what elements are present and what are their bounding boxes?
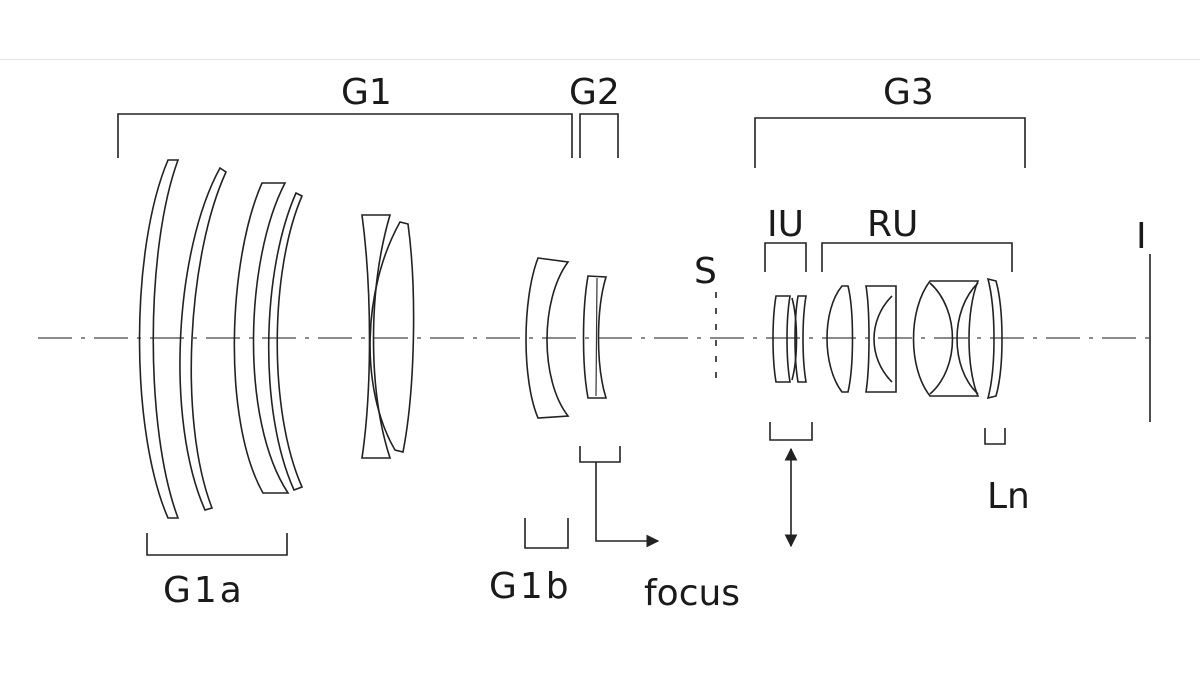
lens-element xyxy=(369,221,415,453)
label-stop: S xyxy=(694,251,717,292)
lens-element xyxy=(525,257,570,419)
top-divider xyxy=(0,59,1200,60)
label-focus: focus xyxy=(644,573,740,614)
lens-surface xyxy=(873,295,893,383)
focus-arrow xyxy=(595,462,660,548)
lens-element xyxy=(826,285,854,393)
lens-element xyxy=(772,295,791,383)
lens-element xyxy=(138,159,180,519)
label-ru: RU xyxy=(867,204,918,245)
bracket-iu xyxy=(764,242,807,272)
cemented-surface xyxy=(595,277,598,397)
bracket-g1b xyxy=(524,518,569,549)
label-g1: G1 xyxy=(341,72,392,113)
lens-element xyxy=(912,280,980,397)
label-ln: Ln xyxy=(987,476,1030,517)
lens-element xyxy=(179,166,228,511)
lens-surface xyxy=(956,282,979,395)
lens-surface xyxy=(929,282,954,395)
label-g2: G2 xyxy=(569,72,620,113)
lens-group-g1 xyxy=(138,159,415,519)
label-g3: G3 xyxy=(883,72,934,113)
lens-element-ln xyxy=(986,277,1003,400)
label-iu: IU xyxy=(767,204,804,245)
bracket-ru xyxy=(821,242,1013,272)
lens-surface xyxy=(791,297,798,381)
lens-group-iu xyxy=(772,295,807,383)
bracket-g2 xyxy=(579,113,619,158)
lens-element xyxy=(233,182,290,494)
bracket-g1 xyxy=(117,113,573,158)
lens-element xyxy=(267,191,304,492)
bracket-g3 xyxy=(754,117,1026,168)
lens-element xyxy=(865,285,897,393)
label-g1b: G1b xyxy=(489,566,572,607)
bracket-g2-focus xyxy=(579,446,621,463)
bracket-ln xyxy=(984,428,1006,445)
lens-element xyxy=(794,295,807,383)
lens-group-ru xyxy=(826,277,1003,400)
lens-group-g2 xyxy=(582,275,608,399)
bracket-g1a xyxy=(146,533,288,556)
lens-group-g1b xyxy=(525,257,570,419)
lens-element xyxy=(582,275,608,399)
label-image-plane: I xyxy=(1136,216,1147,257)
label-g1a: G1a xyxy=(163,570,245,611)
bracket-iu-stabilizer xyxy=(769,422,813,441)
